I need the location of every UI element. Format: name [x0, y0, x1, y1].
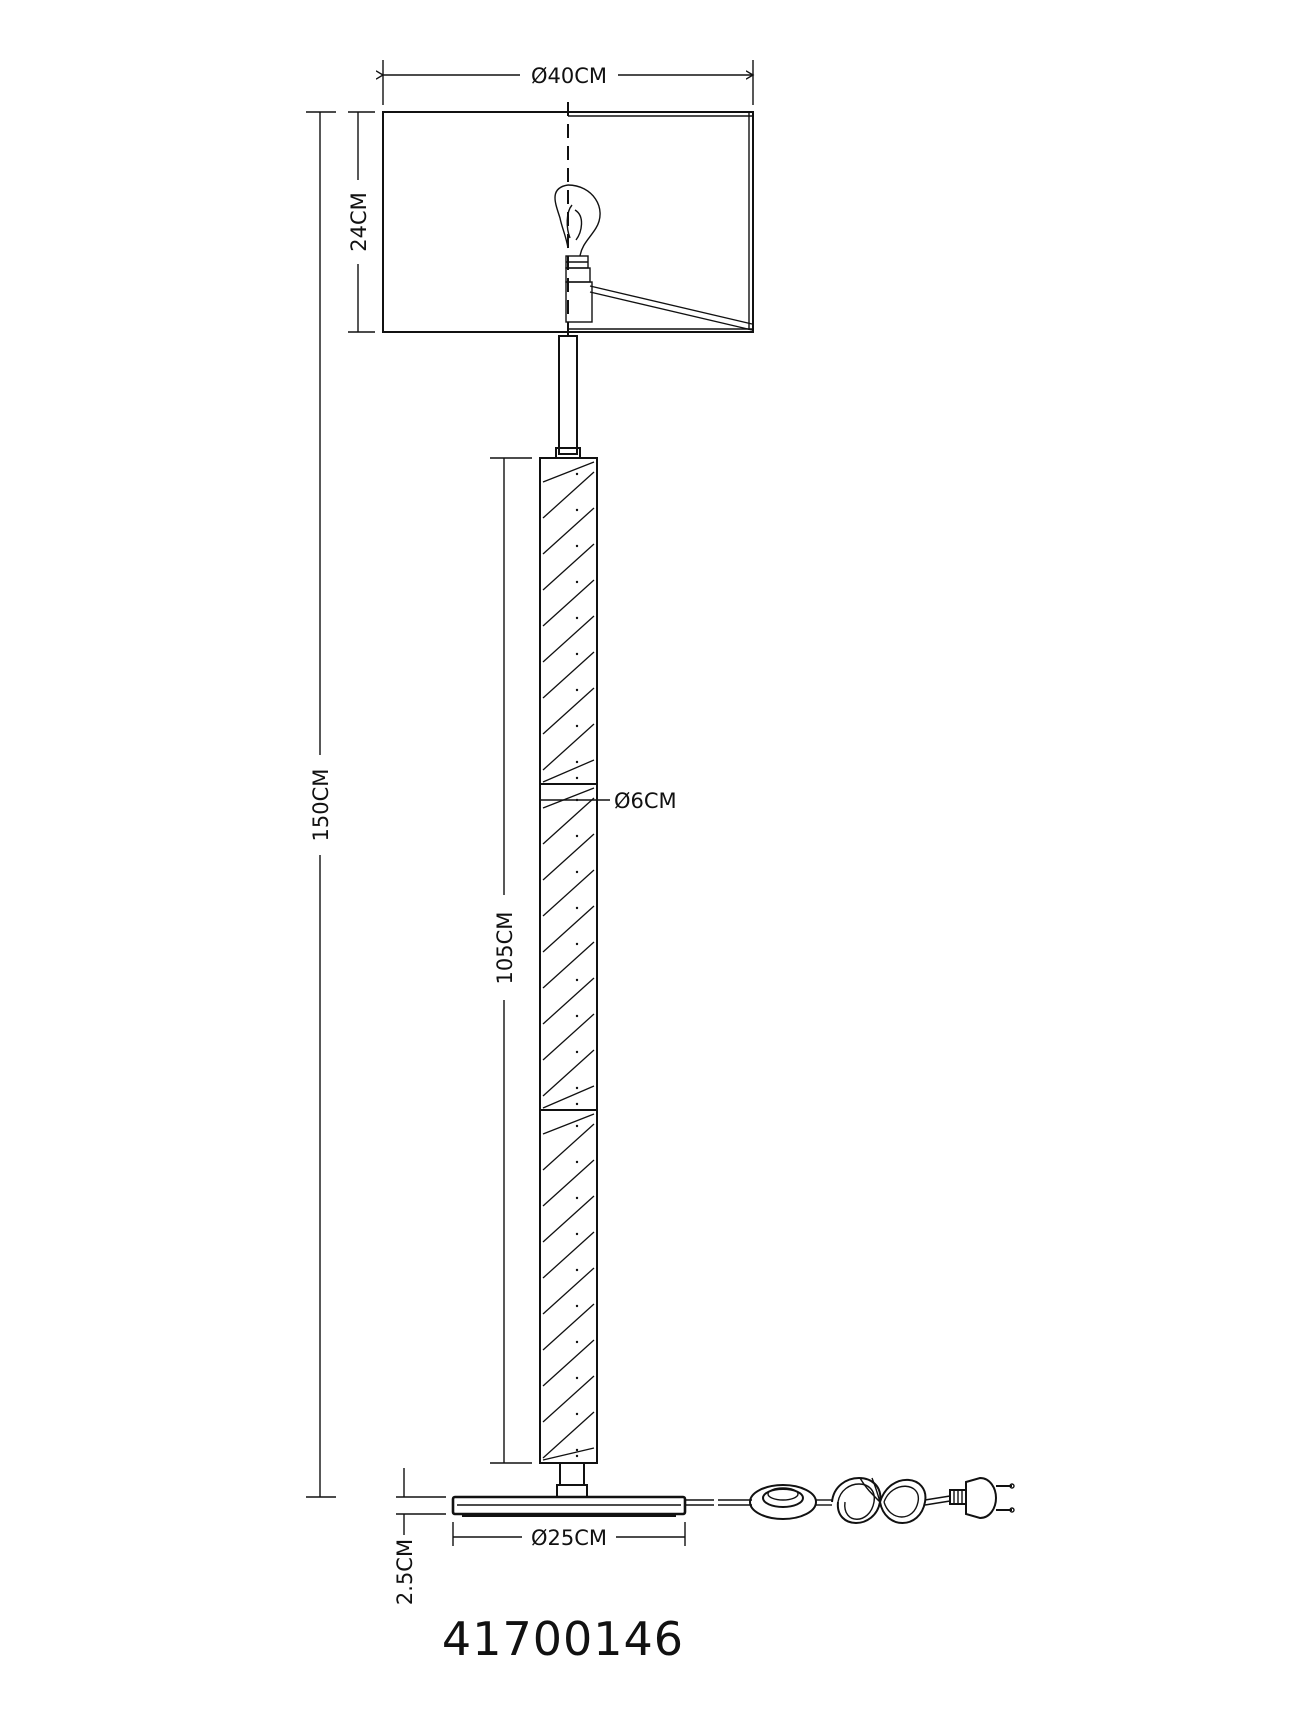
hatch-dot — [575, 724, 579, 728]
hatch-line — [542, 1195, 595, 1243]
hatch-line — [542, 723, 595, 771]
hatch-line — [542, 1049, 595, 1097]
hatch-dot — [575, 906, 579, 910]
cable-coil-icon — [831, 1477, 951, 1524]
bulb-icon — [554, 184, 601, 323]
dim-column-length: 105CM — [490, 457, 532, 1464]
base-connector — [556, 1462, 588, 1498]
column-icon — [539, 335, 598, 1464]
hatch-line — [542, 651, 595, 699]
column-length-label: 105CM — [493, 912, 517, 985]
hatch-dot — [575, 1124, 579, 1128]
hatch-dot — [575, 760, 579, 764]
hatch-line — [542, 615, 595, 663]
hatch-line — [542, 1339, 595, 1387]
shade-height-label: 24CM — [347, 192, 371, 252]
shade-diameter-label: Ø40CM — [531, 64, 607, 88]
hatch-dot — [575, 1448, 579, 1452]
hatch-dot — [575, 1304, 579, 1308]
hatch-dot — [575, 544, 579, 548]
hatch-dot — [575, 1050, 579, 1054]
hatch-dot — [575, 978, 579, 982]
hatch-dot — [575, 1086, 579, 1090]
hatch-line — [542, 977, 595, 1025]
hatch-line — [542, 1085, 595, 1109]
hatch-dot — [575, 834, 579, 838]
euro-plug-icon — [949, 1476, 1015, 1520]
hatch-line — [542, 1447, 595, 1461]
hatch-dot — [575, 1232, 579, 1236]
hatch-line — [542, 543, 595, 591]
hatch-dot — [575, 870, 579, 874]
hatch-line — [542, 507, 595, 555]
hatch-line — [542, 833, 595, 881]
hatch-line — [542, 1231, 595, 1279]
hatch-dot — [575, 688, 579, 692]
hatch-line — [542, 1267, 595, 1315]
base-diameter-label: Ø25CM — [531, 1526, 607, 1550]
hatch-line — [542, 941, 595, 989]
hatch-dot — [575, 1102, 579, 1106]
hatch-line — [542, 1113, 595, 1135]
dim-shade-diameter: Ø40CM — [383, 60, 753, 105]
hatch-dot — [575, 616, 579, 620]
hatch-dot — [575, 580, 579, 584]
hatch-dot — [575, 1340, 579, 1344]
hatch-line — [542, 1375, 595, 1423]
hatch-line — [542, 905, 595, 953]
hatch-dot — [575, 1412, 579, 1416]
column-diameter-label: Ø6CM — [614, 789, 677, 813]
hatch-dot — [575, 472, 579, 476]
hatch-dot — [575, 1454, 579, 1458]
hatch-line — [542, 1013, 595, 1061]
base-plate-icon — [451, 1495, 687, 1517]
base-thickness-label: 2.5CM — [393, 1539, 417, 1605]
lamp-shade-icon — [382, 102, 754, 335]
dim-total-height: 150CM — [306, 111, 336, 1498]
hatch-dot — [575, 1014, 579, 1018]
hatch-line — [542, 1411, 595, 1459]
hatch-line — [542, 1123, 595, 1171]
hatch-dot — [575, 942, 579, 946]
dim-base-thickness: 2.5CM — [393, 1468, 446, 1605]
hatch-line — [542, 1303, 595, 1351]
hatch-dot — [575, 1196, 579, 1200]
dim-base-diameter: Ø25CM — [452, 1522, 686, 1550]
dim-shade-height: 24CM — [347, 111, 375, 333]
hatch-dot — [575, 1268, 579, 1272]
hatch-line — [542, 461, 595, 483]
hatch-line — [542, 1159, 595, 1207]
hatch-line — [542, 471, 595, 519]
hatch-line — [542, 759, 595, 783]
hatch-dot — [575, 508, 579, 512]
hatch-dot — [575, 776, 579, 780]
column-hatching — [542, 461, 595, 1461]
hatch-line — [542, 787, 595, 809]
hatch-dot — [575, 1160, 579, 1164]
hatch-line — [542, 869, 595, 917]
hatch-line — [542, 579, 595, 627]
hatch-line — [542, 687, 595, 735]
hatch-line — [542, 797, 595, 845]
total-height-label: 150CM — [309, 769, 333, 842]
hatch-dot — [575, 1376, 579, 1380]
hatch-dot — [575, 652, 579, 656]
foot-switch-icon — [749, 1484, 832, 1520]
model-number: 41700146 — [442, 1612, 684, 1666]
power-cable — [685, 1499, 752, 1506]
dim-column-diameter: Ø6CM — [540, 789, 677, 813]
